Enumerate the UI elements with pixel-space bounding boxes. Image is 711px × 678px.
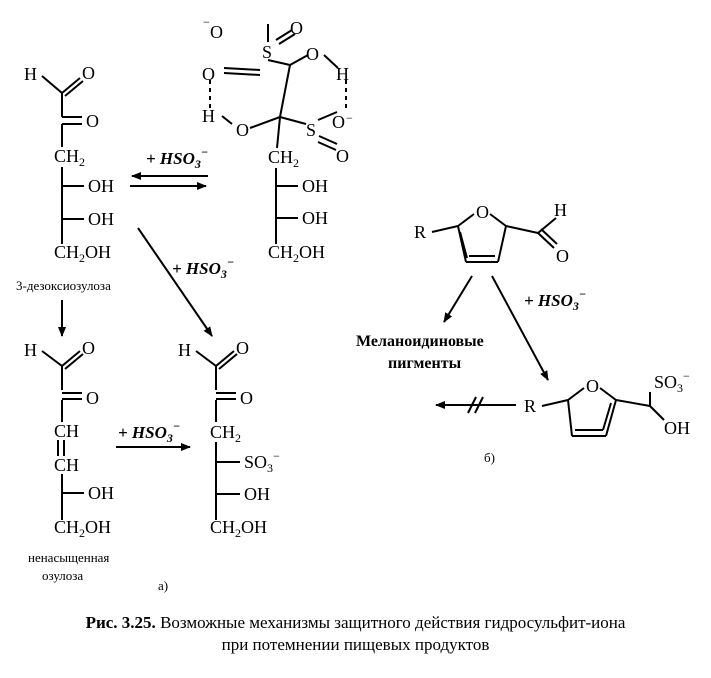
group-so3: SO3− [654,369,690,395]
atom-o: O [236,120,249,140]
atom-o: O [82,338,95,358]
group-ch: CH [54,455,79,475]
atom-o: O [476,202,489,222]
atom-h: H [24,340,37,360]
panel-b-label: б) [484,450,495,465]
group-oh: OH [244,484,270,504]
atom-h: H [554,200,567,220]
atom-o: O [86,388,99,408]
atom-h: H [24,64,37,84]
group-r: R [524,396,536,416]
atom-o: O [306,44,319,64]
compound-bisulfite-adduct: − O S O O O H H O S O − O CH2 OH OH CH2O… [202,15,353,265]
compound-unsaturated-osulose: H O O CH CH OH CH2OH ненасыщенная озулоз… [24,338,114,583]
group-ch2: CH2 [54,146,85,169]
reagent-hso3: + HSO3− [172,255,234,281]
compound-furyl-sulfonate: O R SO3− OH [524,369,690,438]
group-ch2oh: CH2OH [210,517,267,540]
label-unsaturated: ненасыщенная [28,550,109,565]
group-r: R [414,222,426,242]
atom-o: O [332,112,345,132]
group-ch2: CH2 [210,422,241,445]
atom-h: H [178,340,191,360]
atom-o: O [210,22,223,42]
charge-minus: − [346,111,353,125]
group-oh: OH [88,483,114,503]
label-deoxyosulose: 3-дезоксиозулоза [16,278,111,293]
reagent-hso3: + HSO3− [118,419,180,445]
atom-o: O [556,246,569,266]
atom-o: O [82,63,95,83]
label-pigments: пигменты [388,355,462,372]
group-ch2oh: CH2OH [54,242,111,265]
atom-h: H [202,106,215,126]
atom-o: O [86,111,99,131]
atom-o: O [202,64,215,84]
group-oh: OH [664,418,690,438]
reaction-arrows [58,172,549,451]
figure-caption: Рис. 3.25. Возможные механизмы защитного… [0,612,711,656]
atom-o: O [336,146,349,166]
group-so3: SO3− [244,449,280,475]
reaction-scheme: H O O CH2 OH OH CH2OH 3-дезоксиозулоза −… [16,15,690,593]
group-ch2oh: CH2OH [268,242,325,265]
label-osulose: озулоза [42,568,83,583]
group-oh: OH [302,176,328,196]
caption-line-2: при потемнении пищевых продуктов [221,635,490,654]
atom-s: S [306,120,316,140]
group-oh: OH [88,176,114,196]
caption-label: Рис. 3.25. [85,613,156,632]
group-ch: CH [54,421,79,441]
compound-furfural: O R H O [414,200,569,266]
group-ch2: CH2 [268,147,299,170]
caption-line-1: Рис. 3.25. Возможные механизмы защитного… [0,612,711,634]
compound-deoxyosulose: H O O CH2 OH OH CH2OH 3-дезоксиозулоза [16,63,114,293]
reagent-hso3: + HSO3− [146,145,208,171]
bonds [41,24,665,520]
compound-sulfonated-osulose: H O O CH2 SO3− OH CH2OH [178,338,280,540]
group-ch2oh: CH2OH [54,517,111,540]
label-melanoidin: Меланоидиновые [356,333,484,350]
atom-o: O [290,18,303,38]
group-oh: OH [88,209,114,229]
reagent-hso3: + HSO3− [524,287,586,313]
atom-o: O [236,338,249,358]
caption-text: Возможные механизмы защитного действия г… [160,613,626,632]
panel-a-label: а) [158,578,168,593]
atom-s: S [262,42,272,62]
group-oh: OH [302,208,328,228]
atom-o: O [586,376,599,396]
atom-h: H [336,64,349,84]
atom-o: O [240,388,253,408]
charge-minus: − [203,15,210,29]
